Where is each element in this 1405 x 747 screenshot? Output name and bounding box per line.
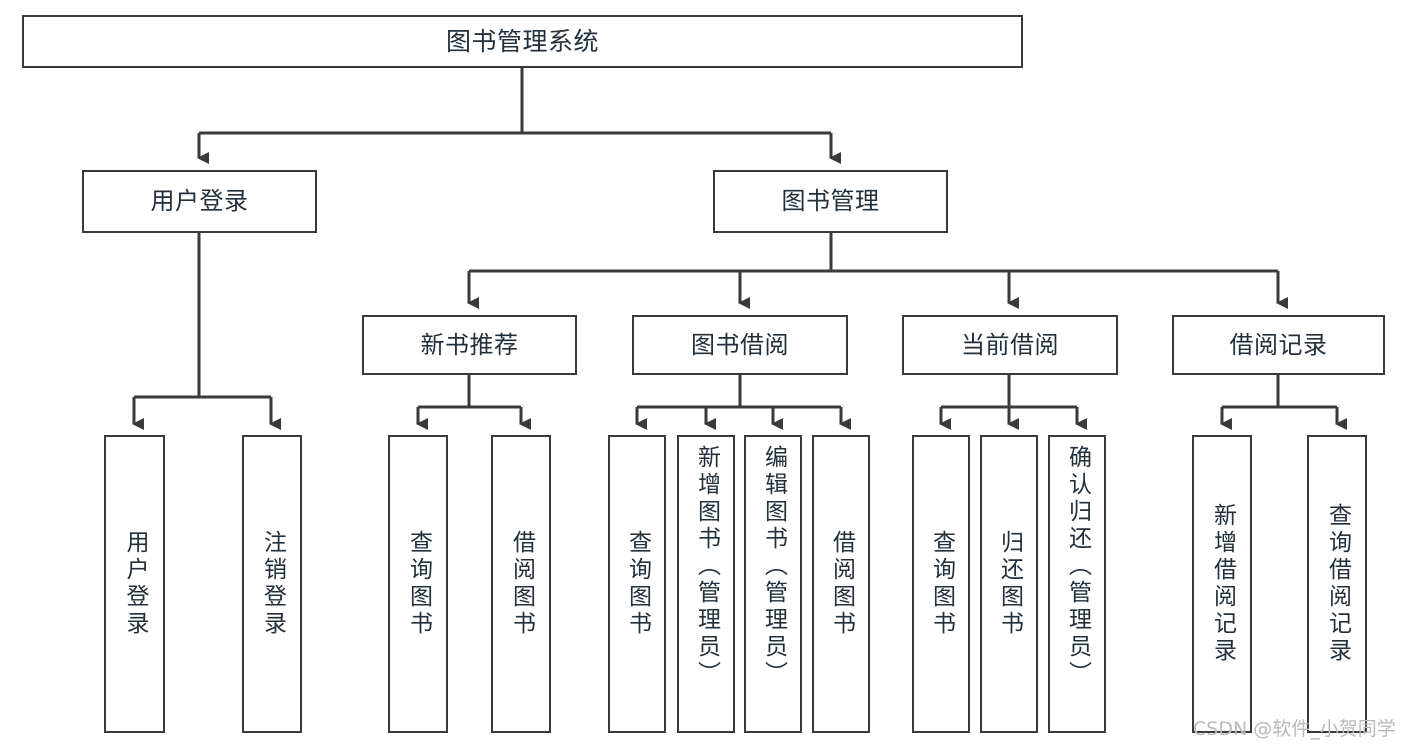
node-label: 归还图书 [996,530,1023,638]
node-label: 确认归还（管理员） [1064,445,1091,688]
node-label: 新增图书（管理员） [693,445,720,688]
node-label: 图书管理系统 [445,26,599,56]
leaf-query-book-current[interactable]: 查询图书 [912,435,970,733]
leaf-return-book[interactable]: 归还图书 [980,435,1038,733]
leaf-user-login[interactable]: 用户登录 [104,435,165,733]
node-label: 注销登录 [259,530,286,638]
leaf-query-borrow-record[interactable]: 查询借阅记录 [1307,435,1367,733]
node-label: 查询图书 [928,530,955,638]
node-label: 用户登录 [150,187,249,216]
leaf-borrow-book-recommend[interactable]: 借阅图书 [491,435,551,733]
node-label: 新增借阅记录 [1209,503,1236,665]
node-label: 新书推荐 [420,330,519,359]
node-label: 查询借阅记录 [1324,503,1351,665]
leaf-borrow-book[interactable]: 借阅图书 [812,435,870,733]
node-book-management[interactable]: 图书管理 [713,170,948,233]
node-user-login[interactable]: 用户登录 [82,170,317,233]
node-new-book-recommend[interactable]: 新书推荐 [362,315,577,375]
csdn-watermark: CSDN @软件_小贺同学 [1193,718,1396,740]
node-borrow-record[interactable]: 借阅记录 [1172,315,1385,375]
node-label: 编辑图书（管理员） [760,445,787,688]
node-label: 图书管理 [781,187,880,216]
node-label: 查询图书 [405,530,432,638]
node-label: 借阅图书 [508,530,535,638]
node-root-book-management-system[interactable]: 图书管理系统 [22,15,1023,68]
node-label: 借阅图书 [828,530,855,638]
leaf-query-book-borrow[interactable]: 查询图书 [608,435,666,733]
leaf-query-book-recommend[interactable]: 查询图书 [388,435,448,733]
leaf-add-book-admin[interactable]: 新增图书（管理员） [677,435,735,733]
leaf-confirm-return-admin[interactable]: 确认归还（管理员） [1048,435,1106,733]
node-label: 当前借阅 [961,330,1059,359]
leaf-logout[interactable]: 注销登录 [242,435,302,733]
node-label: 用户登录 [122,530,148,638]
node-label: 借阅记录 [1229,330,1328,359]
node-label: 查询图书 [624,530,651,638]
leaf-edit-book-admin[interactable]: 编辑图书（管理员） [744,435,802,733]
leaf-add-borrow-record[interactable]: 新增借阅记录 [1192,435,1252,733]
node-book-borrow[interactable]: 图书借阅 [632,315,848,375]
node-current-borrow[interactable]: 当前借阅 [902,315,1118,375]
node-label: 图书借阅 [691,330,789,359]
